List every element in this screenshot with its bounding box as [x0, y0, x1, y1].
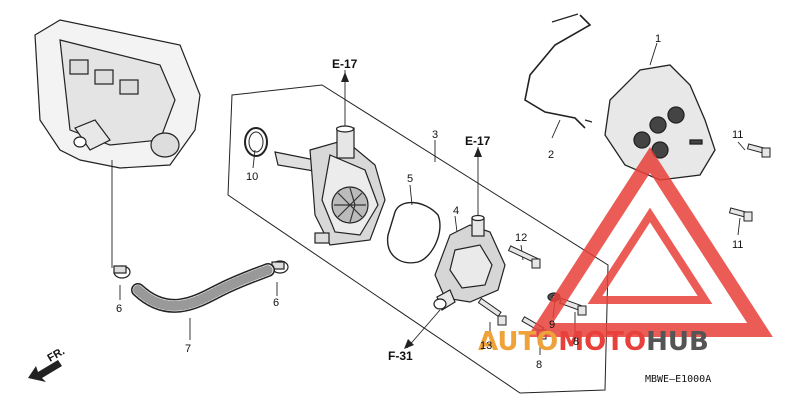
callout-10: 10 — [246, 171, 258, 183]
callout-1: 1 — [655, 33, 661, 45]
pump-cover — [433, 214, 506, 311]
watermark-moto: MOTO — [558, 327, 646, 357]
pump-gasket — [386, 201, 441, 264]
callout-5: 5 — [407, 173, 413, 185]
callout-7: 7 — [185, 343, 191, 355]
watermark-text: AUTOMOTOHUB — [478, 327, 709, 357]
callout-13: 13 — [480, 340, 492, 352]
callout-9: 9 — [549, 319, 555, 331]
watermark-logo — [527, 147, 773, 337]
front-label: FR. — [46, 345, 67, 364]
callout-8-right: 8 — [573, 336, 579, 348]
water-pump-body — [274, 125, 386, 246]
callout-12: 12 — [515, 232, 527, 244]
bolt-13 — [477, 297, 507, 326]
assembly-boundary — [227, 84, 609, 394]
reference-e17-top: E-17 — [332, 57, 358, 71]
reference-arrows — [341, 72, 482, 349]
callout-11-bottom: 11 — [732, 239, 743, 251]
front-indicator: FR. — [28, 345, 67, 382]
o-ring — [244, 127, 268, 157]
bolt-12 — [507, 245, 541, 269]
callout-3: 3 — [432, 129, 438, 141]
cover-gasket — [524, 14, 592, 129]
callout-2: 2 — [548, 149, 554, 161]
callout-6-right: 6 — [273, 297, 279, 309]
reference-e17-mid: E-17 — [465, 134, 491, 148]
diagram-code: MBWE–E1000A — [645, 374, 711, 385]
bolt-11-bottom — [728, 207, 753, 222]
side-cover — [604, 64, 716, 181]
callout-8-bottom: 8 — [536, 359, 542, 371]
watermark-hub: HUB — [646, 327, 709, 357]
engine-block — [34, 19, 201, 169]
front-arrow-icon — [28, 360, 62, 382]
callout-11-top: 11 — [732, 129, 743, 141]
callout-6-left: 6 — [116, 303, 122, 315]
watermark-auto: AUTO — [478, 327, 558, 357]
reference-f31: F-31 — [388, 349, 413, 363]
hose-clamp-left — [113, 265, 131, 279]
bolt-11-top — [746, 143, 771, 158]
callout-4: 4 — [453, 205, 459, 217]
